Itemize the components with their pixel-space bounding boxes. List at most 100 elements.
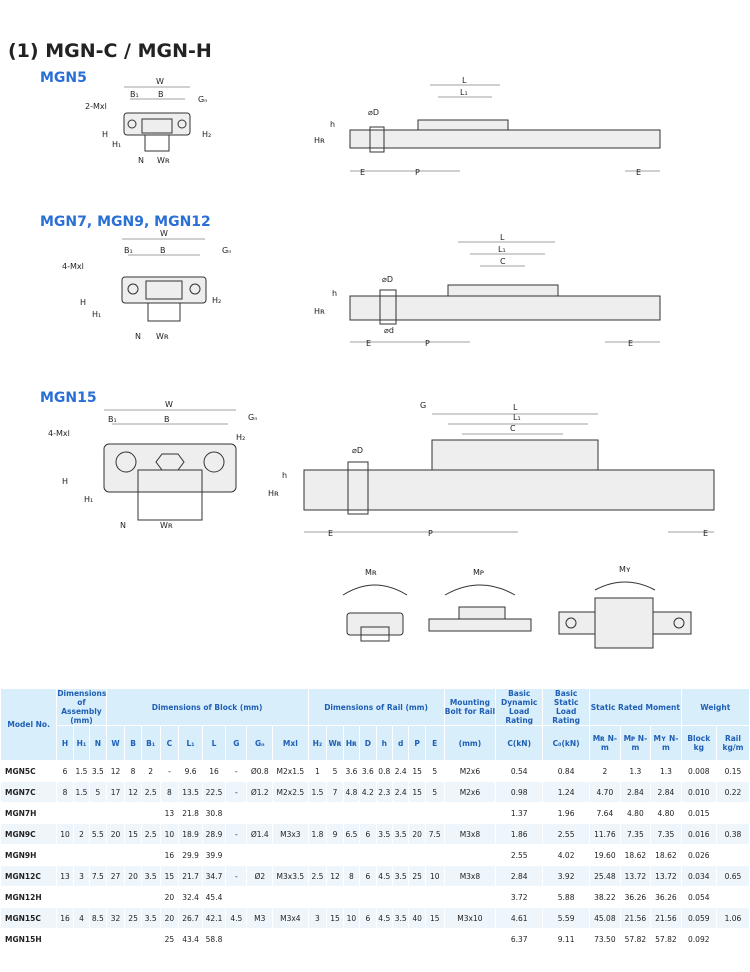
value-cell: M3x3 [272,823,309,845]
value-cell [246,802,274,824]
value-cell: 0.015 [680,802,717,824]
value-cell: 6.5 [342,823,361,845]
value-cell [375,886,393,908]
value-cell: 5.59 [542,907,591,929]
label-gn: Gₙ [222,246,231,255]
value-cell: 20 [159,886,180,908]
value-cell [342,802,361,824]
label-h: H [62,477,68,486]
value-cell: 45.4 [201,886,227,908]
th-static-moment: Static Rated Moment [589,688,682,726]
value-cell: 3 [72,865,91,887]
label-l1: L₁ [513,413,521,422]
value-cell: 32.4 [178,886,203,908]
label-p: P [428,529,433,538]
label-hr: Hʀ [314,136,325,145]
value-cell: 4.2 [359,781,377,803]
value-cell: 1.86 [495,823,544,845]
label-hr: Hʀ [314,307,325,316]
subheader-cell: P [408,725,426,761]
moment-mr-drawing: Mʀ [342,568,408,642]
value-cell: 16 [159,844,180,866]
value-cell: 7.64 [589,802,621,824]
value-cell: 29.9 [178,844,203,866]
value-cell [391,886,410,908]
th-dim-assembly: Dimensions of Assembly (mm) [56,688,107,726]
value-cell: 2.5 [140,823,161,845]
value-cell [715,802,750,824]
subheader-cell: (mm) [443,725,497,761]
value-cell: 15 [408,781,426,803]
value-cell: 36.26 [619,886,652,908]
value-cell [225,802,248,824]
label-e-left: E [360,168,365,177]
value-cell: 4.80 [619,802,652,824]
value-cell: 3.6 [342,760,361,782]
value-cell [375,928,393,950]
value-cell: M3x8 [443,823,497,845]
label-phid-top: ⌀D [368,108,379,117]
value-cell: 13.72 [650,865,682,887]
value-cell: 45.08 [589,907,621,929]
value-cell: 0.059 [680,907,717,929]
th-basic-static: Basic Static Load Rating [542,688,591,726]
value-cell: Ø1.2 [246,781,274,803]
value-cell [408,928,426,950]
value-cell: 0.84 [542,760,591,782]
subheader-cell: H₁ [72,725,91,761]
value-cell: 15 [408,760,426,782]
subheader-cell: Block kg [680,725,717,761]
value-cell [424,844,445,866]
subheader-cell: E [424,725,445,761]
value-cell [715,928,750,950]
value-cell: 5 [89,781,107,803]
value-cell [359,928,377,950]
value-cell: 12 [124,781,142,803]
value-cell [72,802,91,824]
subheader-cell: B₁ [140,725,161,761]
value-cell [424,928,445,950]
value-cell [140,928,161,950]
value-cell: 3.6 [359,760,377,782]
value-cell: 10 [56,823,74,845]
value-cell: Ø2 [246,865,274,887]
value-cell [326,886,344,908]
value-cell: 11.76 [589,823,621,845]
value-cell [272,844,309,866]
value-cell: 1.5 [72,760,91,782]
value-cell: - [225,781,248,803]
label-e-right: E [628,339,633,348]
label-l: L [500,233,505,242]
subheader-cell: Mxl [272,725,309,761]
value-cell: 1.5 [72,781,91,803]
value-cell [246,928,274,950]
label-h1: H₁ [112,140,121,149]
value-cell: 25 [159,928,180,950]
value-cell: Ø1.4 [246,823,274,845]
model-cell: MGN7H [0,802,58,824]
th-basic-dynamic: Basic Dynamic Load Rating [495,688,544,726]
value-cell: 4.8 [342,781,361,803]
subheader-cell: H₂ [307,725,328,761]
value-cell: - [159,760,180,782]
value-cell: 15 [124,823,142,845]
value-cell: 73.50 [589,928,621,950]
value-cell: 2 [72,823,91,845]
value-cell: M3x3.5 [272,865,309,887]
label-wr: Wʀ [156,332,169,341]
value-cell: 4.61 [495,907,544,929]
label-b: B [164,415,170,424]
label-h2: H₂ [202,130,211,139]
value-cell: 1.24 [542,781,591,803]
value-cell: 2.84 [619,781,652,803]
subheader-cell: L₁ [178,725,203,761]
subheader-cell: C [159,725,180,761]
value-cell [272,928,309,950]
value-cell: 0.54 [495,760,544,782]
value-cell: 2 [140,760,161,782]
value-cell [391,844,410,866]
label-wr: Wʀ [160,521,173,530]
